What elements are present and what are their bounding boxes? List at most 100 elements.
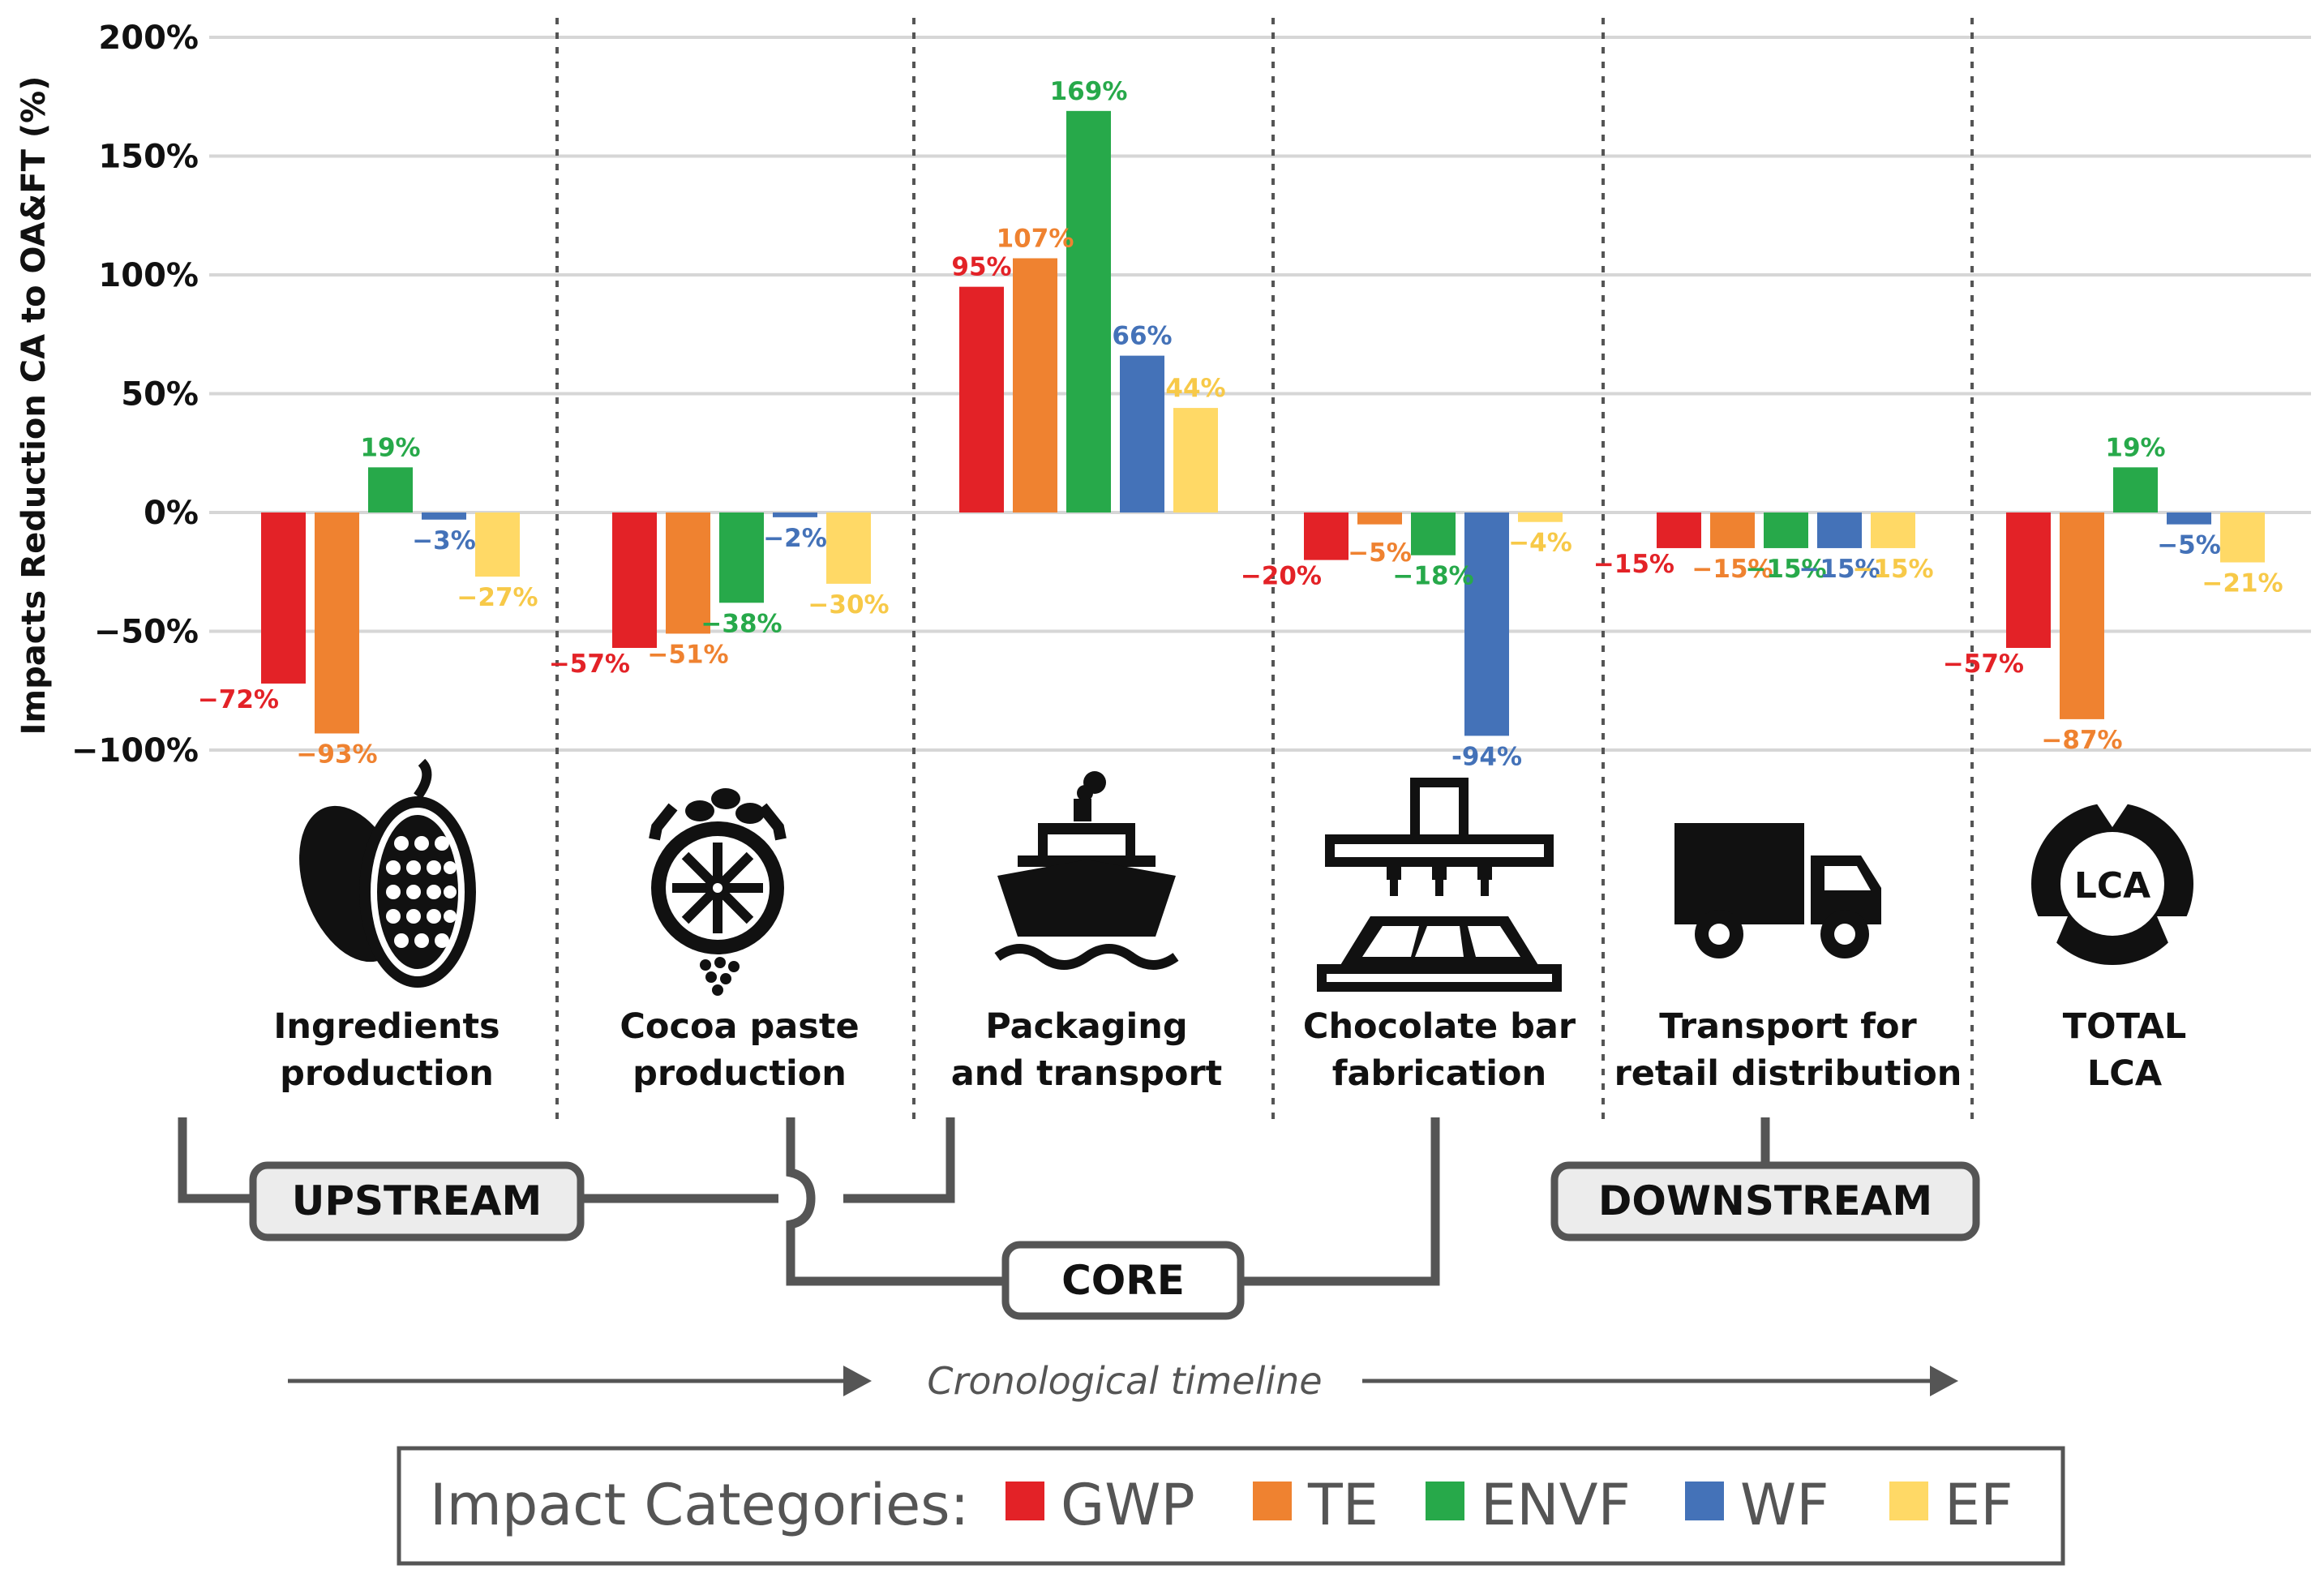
data-label-gwp: −15% xyxy=(1593,550,1674,579)
bar-envf xyxy=(1066,110,1111,512)
bar-ef xyxy=(826,512,871,584)
delivery-truck-icon xyxy=(1674,823,1881,958)
legend-title: Impact Categories: xyxy=(430,1472,969,1538)
legend-label-wf: WF xyxy=(1740,1472,1829,1538)
bar-wf xyxy=(773,512,817,517)
data-label-envf: 19% xyxy=(2105,433,2165,462)
data-label-wf: 66% xyxy=(1112,322,1172,351)
data-label-wf: −5% xyxy=(2157,531,2221,560)
data-label-gwp: 95% xyxy=(951,253,1011,282)
y-tick-label: 150% xyxy=(98,139,199,176)
group-label-core: CORE xyxy=(1061,1257,1185,1304)
data-label-gwp: −57% xyxy=(549,650,630,679)
data-label-envf: −38% xyxy=(701,609,782,638)
bar-ef xyxy=(475,512,520,577)
bar-gwp xyxy=(1657,512,1701,548)
bar-wf xyxy=(2167,512,2211,525)
y-tick-label: 100% xyxy=(98,257,199,294)
gridlines xyxy=(209,36,2311,752)
lca-icon-text: LCA xyxy=(2074,865,2150,907)
legend-swatch-envf xyxy=(1426,1482,1464,1520)
group-label-downstream: DOWNSTREAM xyxy=(1598,1177,1932,1224)
data-label-envf: −15% xyxy=(1745,555,1826,584)
legend: Impact Categories: GWP TE ENVF WF EF xyxy=(397,1446,2065,1566)
category-label: Transport for xyxy=(1659,1006,1917,1047)
bars xyxy=(261,110,2265,736)
y-axis: 200%150%100%50%0%−50%−100% xyxy=(71,19,199,770)
category-label: production xyxy=(280,1053,494,1094)
category-label: Ingredients xyxy=(273,1006,500,1047)
lca-recycle-icon: LCA xyxy=(2031,803,2193,965)
category-label: Packaging xyxy=(985,1006,1187,1047)
data-label-gwp: −72% xyxy=(198,685,279,714)
bar-te xyxy=(666,512,710,634)
group-brackets xyxy=(178,1117,1770,1286)
bar-wf xyxy=(1817,512,1862,548)
data-label-gwp: −20% xyxy=(1241,562,1322,591)
bar-te xyxy=(2060,512,2104,719)
bar-gwp xyxy=(959,286,1004,512)
data-label-gwp: −57% xyxy=(1943,650,2024,679)
legend-label-gwp: GWP xyxy=(1061,1472,1195,1538)
data-label-te: −87% xyxy=(2041,726,2122,755)
legend-swatch-wf xyxy=(1685,1482,1724,1520)
data-label-ef: −27% xyxy=(457,583,538,612)
bar-gwp xyxy=(612,512,657,649)
group-upstream: UPSTREAM xyxy=(249,1161,585,1241)
data-label-ef: −30% xyxy=(808,590,889,620)
timeline-label: Cronological timeline xyxy=(927,1359,1322,1403)
bar-ef xyxy=(1518,512,1563,522)
bar-te xyxy=(1013,258,1057,512)
data-label-ef: −4% xyxy=(1508,529,1572,558)
bar-ef xyxy=(2220,512,2265,563)
category-label: Chocolate bar xyxy=(1303,1006,1576,1047)
category-label: Cocoa paste xyxy=(620,1006,859,1047)
category-label: and transport xyxy=(951,1053,1222,1094)
data-label-ef: −15% xyxy=(1852,555,1933,584)
legend-swatch-gwp xyxy=(1005,1482,1044,1520)
data-label-te: −5% xyxy=(1348,538,1412,568)
data-label-te: 107% xyxy=(997,224,1074,253)
data-label-wf: −3% xyxy=(412,526,476,555)
category-labels: Ingredients production Cocoa paste producti… xyxy=(273,1006,2186,1094)
data-label-envf: 169% xyxy=(1050,77,1128,106)
bar-envf xyxy=(2113,467,2158,512)
bar-envf xyxy=(368,467,413,512)
legend-swatch-te xyxy=(1253,1482,1292,1520)
data-label-wf: −15% xyxy=(1799,555,1880,584)
group-label-upstream: UPSTREAM xyxy=(292,1177,542,1224)
data-label-te: −51% xyxy=(647,640,728,669)
chocolate-machine-icon xyxy=(1317,778,1562,992)
y-tick-label: 200% xyxy=(98,19,199,57)
legend-label-envf: ENVF xyxy=(1481,1472,1631,1538)
data-label-envf: −18% xyxy=(1392,562,1473,591)
bar-ef xyxy=(1173,408,1218,512)
legend-swatch-ef xyxy=(1889,1482,1928,1520)
y-tick-label: 50% xyxy=(121,376,199,414)
category-label: production xyxy=(632,1053,847,1094)
legend-label-ef: EF xyxy=(1945,1472,2013,1538)
bar-te xyxy=(1710,512,1755,548)
bar-te xyxy=(315,512,359,734)
bar-te xyxy=(1357,512,1402,525)
data-label-te: −15% xyxy=(1692,555,1773,584)
data-label-wf: −2% xyxy=(763,524,827,553)
bar-gwp xyxy=(1304,512,1349,560)
bar-ef xyxy=(1871,512,1915,548)
data-label-ef: −21% xyxy=(2202,569,2283,598)
group-core: CORE xyxy=(1001,1241,1245,1320)
data-label-wf: -94% xyxy=(1451,742,1522,771)
data-label-envf: 19% xyxy=(360,433,420,462)
bar-envf xyxy=(1411,512,1456,555)
data-label-ef: 44% xyxy=(1165,374,1225,403)
bar-gwp xyxy=(2006,512,2051,649)
bar-wf xyxy=(422,512,466,520)
legend-label-te: TE xyxy=(1307,1472,1379,1538)
bar-envf xyxy=(1764,512,1808,548)
category-label: retail distribution xyxy=(1614,1053,1962,1094)
y-axis-label: Impacts Reduction CA to OA&FT (%) xyxy=(15,76,53,735)
data-labels: −72%−57%95%−20%−15%−57%−93%−51%107%−5%−1… xyxy=(198,77,2283,772)
group-downstream: DOWNSTREAM xyxy=(1550,1161,1980,1241)
category-label: fabrication xyxy=(1332,1053,1546,1094)
